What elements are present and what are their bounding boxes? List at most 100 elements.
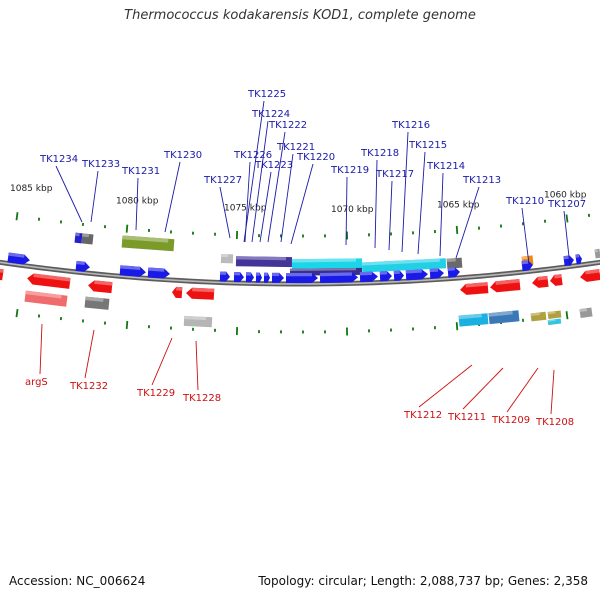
gene-block xyxy=(446,257,463,269)
reverse-gene-arrow-shine xyxy=(537,275,548,281)
forward-gene-arrow xyxy=(319,272,358,283)
upper-gene-label: TK1215 xyxy=(408,140,447,151)
gene-block-shine xyxy=(361,258,440,266)
gene-block-shine xyxy=(85,296,104,302)
gene-block-shine xyxy=(75,232,80,237)
reverse-gene-arrow-shine xyxy=(495,279,520,285)
outer-tick-mark xyxy=(587,213,591,217)
reverse-gene-arrow-shine xyxy=(585,269,600,275)
gene-label-leader xyxy=(243,100,265,243)
gene-label-leader xyxy=(388,180,393,251)
accession-label: Accession: NC_006624 xyxy=(9,574,146,588)
gene-label-leader xyxy=(374,159,378,249)
gene-label-leader xyxy=(418,364,473,408)
gene-block-shine xyxy=(446,258,456,262)
upper-gene-label: TK1210 xyxy=(505,196,544,207)
inner-tick-mark xyxy=(125,320,129,330)
forward-gene-arrow xyxy=(405,269,428,281)
inner-tick-mark xyxy=(103,321,107,325)
gene-block-shine xyxy=(289,267,356,272)
upper-gene-label: TK1207 xyxy=(547,199,586,210)
forward-gene-arrow xyxy=(575,254,582,265)
gene-label-leader xyxy=(39,323,43,375)
inner-tick-mark xyxy=(59,316,63,321)
gene-block xyxy=(594,248,600,259)
gene-block xyxy=(488,310,520,325)
inner-tick-mark xyxy=(37,314,41,318)
upper-gene-label: TK1214 xyxy=(426,161,465,172)
inner-tick-mark xyxy=(192,327,194,331)
upper-gene-label: TK1222 xyxy=(268,120,307,131)
outer-tick-mark xyxy=(412,231,414,235)
scale-label: 1060 kbp xyxy=(544,190,587,200)
forward-gene-arrow xyxy=(393,270,404,281)
outer-tick-mark xyxy=(565,214,569,223)
lower-gene-label: TK1209 xyxy=(491,415,530,426)
lower-gene-label: TK1232 xyxy=(69,381,108,392)
forward-gene-arrow-shine xyxy=(264,272,268,276)
inner-tick-mark xyxy=(15,309,19,318)
inner-tick-mark xyxy=(258,330,260,334)
outer-tick-mark xyxy=(15,212,19,221)
reverse-gene-arrow-shine xyxy=(0,268,4,273)
gene-label-leader xyxy=(164,161,181,233)
upper-gene-label: TK1219 xyxy=(330,165,369,176)
gene-block xyxy=(220,253,234,264)
gene-label-leader xyxy=(219,186,231,239)
gene-block-shine xyxy=(594,249,598,253)
forward-gene-arrow xyxy=(563,255,574,267)
gene-label-leader xyxy=(290,163,314,245)
outer-tick-mark xyxy=(192,231,194,235)
forward-gene-arrow xyxy=(147,267,170,279)
upper-gene-label: TK1213 xyxy=(462,175,501,186)
forward-gene-arrow xyxy=(219,271,230,282)
reverse-gene-arrow xyxy=(490,279,521,293)
gene-label-leader xyxy=(55,165,83,223)
forward-gene-arrow-shine xyxy=(120,265,141,271)
outer-tick-mark xyxy=(81,222,85,226)
outer-tick-mark xyxy=(214,232,216,236)
forward-gene-arrow-shine xyxy=(148,267,165,272)
gene-block xyxy=(84,296,110,310)
forward-gene-arrow-shine xyxy=(563,255,570,260)
chromosome-backbone-highlight xyxy=(0,261,600,285)
forward-gene-arrow xyxy=(359,271,378,283)
gene-block-shine xyxy=(236,256,287,261)
outer-tick-mark xyxy=(302,234,304,238)
outer-tick-mark xyxy=(499,224,503,228)
outer-tick-mark xyxy=(368,233,370,237)
gene-label-leader xyxy=(506,367,539,413)
gene-label-leader xyxy=(439,172,444,257)
lower-gene-label: TK1211 xyxy=(447,412,486,423)
inner-tick-mark xyxy=(302,330,304,334)
upper-gene-label: TK1224 xyxy=(251,109,290,120)
upper-gene-label: TK1223 xyxy=(254,160,293,171)
forward-gene-arrow-shine xyxy=(234,271,241,276)
scale-label: 1065 kbp xyxy=(437,200,480,210)
upper-gene-label: TK1230 xyxy=(163,150,202,161)
inner-tick-mark xyxy=(280,330,282,334)
inner-tick-mark xyxy=(346,327,348,336)
outer-tick-mark xyxy=(37,217,41,221)
forward-gene-arrow xyxy=(521,260,533,272)
gene-label-leader xyxy=(550,369,555,415)
forward-gene-arrow xyxy=(447,267,460,278)
gene-label-leader xyxy=(267,131,286,243)
gene-block xyxy=(547,318,562,326)
gene-block-shine xyxy=(458,313,482,320)
gene-block xyxy=(121,235,175,252)
gene-label-leader xyxy=(259,171,272,243)
upper-gene-label: TK1221 xyxy=(276,142,315,153)
gene-block-shine xyxy=(82,233,90,238)
gene-label-leader xyxy=(135,177,139,231)
gene-block-shine xyxy=(579,308,587,312)
forward-gene-arrow xyxy=(379,271,392,282)
gene-block xyxy=(81,233,94,245)
forward-gene-arrow-shine xyxy=(8,252,25,258)
inner-tick-mark xyxy=(324,330,326,334)
scale-label: 1085 kbp xyxy=(10,184,53,194)
upper-gene-label: TK1233 xyxy=(81,159,120,170)
gene-label-leader xyxy=(251,120,269,243)
reverse-gene-arrow xyxy=(460,282,489,295)
